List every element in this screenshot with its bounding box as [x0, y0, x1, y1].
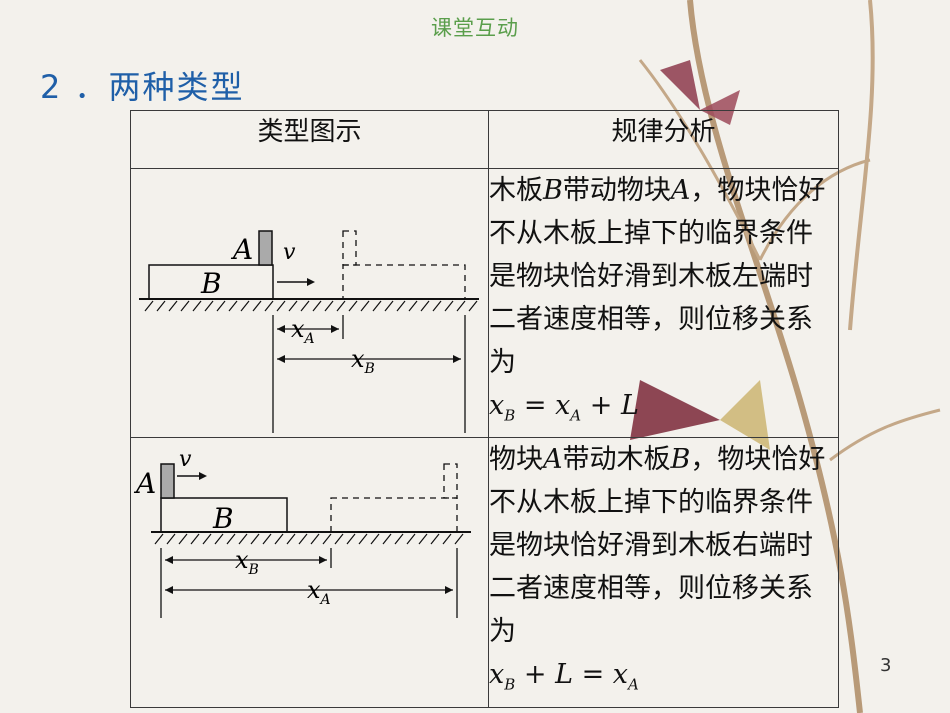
page-number: 3	[880, 655, 892, 676]
diagram-block-drives-board: A B v xB xA	[133, 447, 471, 619]
table-row: A B v xB xA 物块A带动木板B，物块恰好不从木板上掉下的临界条件是物块…	[130, 437, 839, 708]
displacement-label: x	[307, 576, 321, 604]
displacement-formula: xB + L = xA	[489, 659, 639, 694]
variable-board: B	[543, 175, 563, 206]
velocity-label: v	[283, 240, 296, 265]
displacement-subscript: A	[303, 331, 315, 347]
svg-text:xA: xA	[291, 315, 315, 347]
page-header: 课堂互动	[431, 16, 519, 40]
table-row: A B v xA xB 木板B带动物块A，物块恰好不从木板上掉下的临界条件是物块…	[130, 167, 839, 441]
block-label: A	[230, 233, 253, 266]
svg-text:xA: xA	[307, 576, 331, 608]
displacement-label: x	[235, 546, 249, 574]
analysis-text: 物块	[489, 444, 543, 476]
variable-block: A	[670, 175, 691, 206]
board-label: B	[212, 502, 234, 535]
analysis-table: 类型图示 规律分析 A B v	[130, 110, 839, 708]
variable-block: A	[543, 444, 563, 476]
analysis-text: 木板	[489, 175, 543, 206]
analysis-text: ，物块恰好不从木板上掉下的临界条件是物块恰好滑到木板右端时二者速度相等，则位移关…	[489, 444, 826, 648]
analysis-text: 带动物块	[562, 175, 671, 206]
diagram-board-drives-block: A B v xA xB	[139, 230, 479, 441]
displacement-formula: xB = xA + L	[489, 390, 639, 425]
svg-text:xB: xB	[351, 345, 375, 377]
displacement-label: x	[351, 345, 365, 373]
analysis-text: ，物块恰好不从木板上掉下的临界条件是物块恰好滑到木板左端时二者速度相等，则位移关…	[489, 175, 826, 378]
table-header-row: 类型图示 规律分析	[130, 110, 839, 169]
analysis-text: 带动木板	[562, 444, 671, 476]
displacement-subscript: A	[319, 592, 331, 608]
block-label: A	[133, 467, 156, 500]
variable-board: B	[670, 444, 691, 476]
displacement-subscript: B	[248, 562, 259, 578]
svg-text:xB: xB	[235, 546, 259, 578]
figure-cell: A B v xA xB	[130, 167, 489, 441]
section-title: 2 ．两种类型	[40, 68, 245, 106]
analysis-cell: 物块A带动木板B，物块恰好不从木板上掉下的临界条件是物块恰好滑到木板右端时二者速…	[488, 437, 839, 708]
displacement-subscript: B	[364, 361, 375, 377]
board-label: B	[200, 267, 222, 300]
column-header-analysis: 规律分析	[488, 110, 839, 169]
displacement-label: x	[291, 315, 305, 343]
analysis-cell: 木板B带动物块A，物块恰好不从木板上掉下的临界条件是物块恰好滑到木板左端时二者速…	[488, 167, 839, 439]
velocity-label: v	[179, 447, 192, 472]
figure-cell: A B v xB xA	[130, 437, 489, 708]
column-header-figure: 类型图示	[130, 110, 489, 169]
